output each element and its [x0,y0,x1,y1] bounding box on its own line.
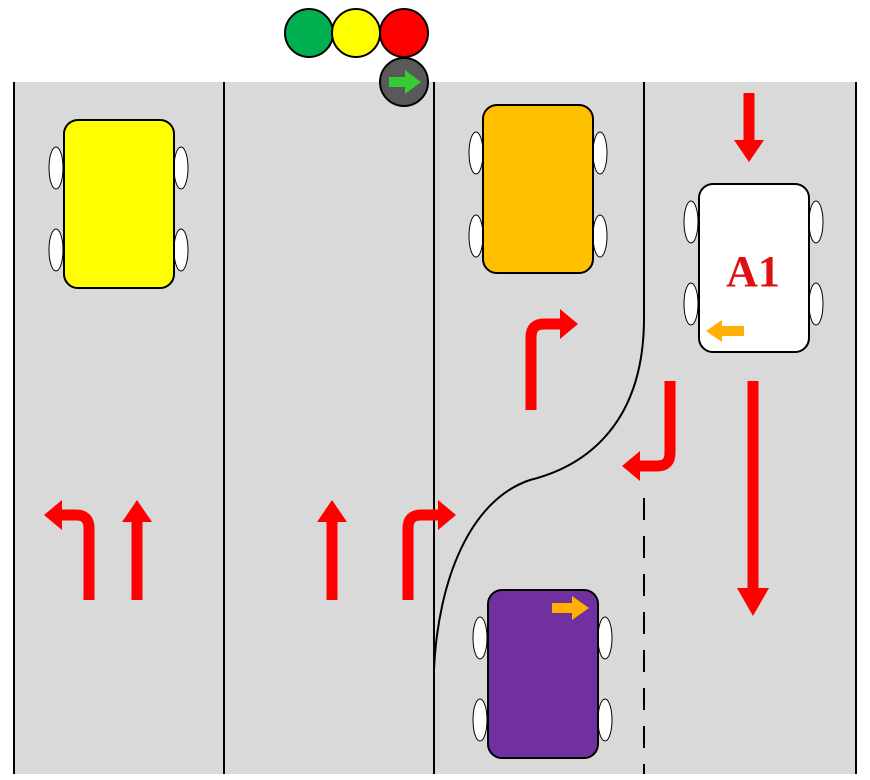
road-arrows [44,93,769,616]
right-arrow-icon [389,70,421,94]
arrowhead [734,140,764,162]
wheel [48,146,64,190]
u-turn-arrow [638,381,676,472]
wheel [592,131,608,175]
wheel [808,282,824,326]
arrowhead [737,588,769,616]
traffic-light [284,8,429,107]
car-body [63,119,175,289]
right-indicator-icon [552,596,589,620]
wheel [683,282,699,326]
car-purple [472,589,613,759]
wheel [468,131,484,175]
wheel [472,698,488,742]
wheel [808,200,824,244]
wheel [597,616,613,660]
car-body [487,589,599,759]
merge-curve [433,317,645,671]
car-body [698,183,810,353]
arrowhead [122,500,152,522]
car-body [482,104,594,274]
wheel [683,200,699,244]
car-a1: A1 [683,183,824,353]
car-label: A1 [726,247,780,296]
arrowhead [317,500,347,522]
left-turn-arrow [58,509,95,600]
arrowhead [438,500,456,530]
wheel [472,616,488,660]
wheel [48,228,64,272]
wheel [597,698,613,742]
lane-lines [13,82,857,774]
signal-red-lamp [379,8,429,58]
arrowhead [560,309,578,339]
left-indicator-icon [706,320,744,342]
arrowhead [622,451,640,481]
wheel [173,228,189,272]
right-turn-arrow [402,509,440,600]
signal-yellow-lamp [331,8,381,58]
wheel [173,146,189,190]
wheel [468,214,484,258]
car-yellow [48,119,189,289]
signal-green-lamp [284,8,334,58]
right-turn-arrow [525,318,562,410]
wheel [592,214,608,258]
car-orange [468,104,608,274]
arrowhead [44,500,62,530]
